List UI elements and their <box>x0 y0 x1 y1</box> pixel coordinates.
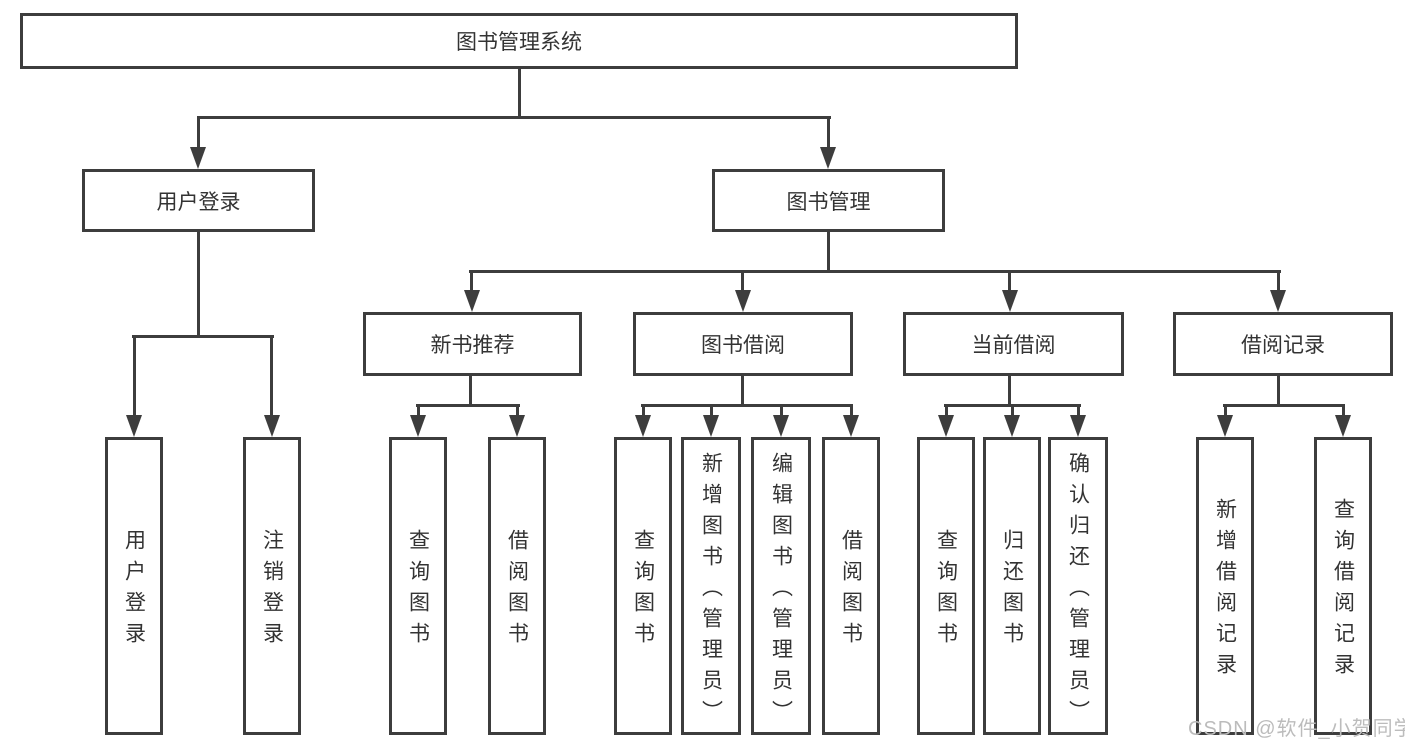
connector-line <box>132 335 274 338</box>
leaf-borrow-borrow-books: 借阅图书 <box>822 437 880 735</box>
leaf-borrow-query-books-label: 查询图书 <box>631 529 655 653</box>
leaf-current-query-books-label: 查询图书 <box>934 529 958 653</box>
arrowhead-down-icon <box>126 415 142 437</box>
leaf-recommend-query-books: 查询图书 <box>389 437 447 735</box>
arrowhead-down-icon <box>410 415 426 437</box>
connector-line <box>1008 376 1011 407</box>
csdn-watermark: CSDN @软件_小贺同学 <box>1188 718 1405 740</box>
connector-line <box>780 404 783 419</box>
leaf-user-login: 用户登录 <box>105 437 163 735</box>
arrowhead-down-icon <box>635 415 651 437</box>
connector-line <box>1008 270 1011 293</box>
leaf-borrow-query-books: 查询图书 <box>614 437 672 735</box>
node-borrow-records-label: 借阅记录 <box>1241 334 1325 357</box>
leaf-add-borrow-record-label: 新增借阅记录 <box>1213 498 1237 684</box>
arrowhead-down-icon <box>190 147 206 169</box>
connector-line <box>1342 404 1345 419</box>
connector-line <box>850 404 853 419</box>
leaf-add-books-admin-label: 新增图书（管理员） <box>699 451 723 731</box>
leaf-confirm-return-admin: 确认归还（管理员） <box>1048 437 1108 735</box>
connector-line <box>469 270 1281 273</box>
node-new-book-recommend-label: 新书推荐 <box>430 334 515 357</box>
connector-line <box>518 69 521 119</box>
connector-line <box>1277 270 1280 293</box>
connector-line <box>197 116 200 149</box>
node-book-borrow: 图书借阅 <box>633 312 853 376</box>
leaf-edit-books-admin: 编辑图书（管理员） <box>751 437 811 735</box>
leaf-current-query-books: 查询图书 <box>917 437 975 735</box>
connector-line <box>270 335 273 417</box>
node-book-borrow-label: 图书借阅 <box>701 334 785 357</box>
connector-line <box>1223 404 1345 407</box>
arrowhead-down-icon <box>703 415 719 437</box>
arrowhead-down-icon <box>820 147 836 169</box>
node-borrow-records: 借阅记录 <box>1173 312 1393 376</box>
leaf-return-books-label: 归还图书 <box>1000 529 1024 653</box>
leaf-edit-books-admin-label: 编辑图书（管理员） <box>769 451 793 731</box>
arrowhead-down-icon <box>264 415 280 437</box>
leaf-recommend-borrow-books: 借阅图书 <box>488 437 546 735</box>
node-new-book-recommend: 新书推荐 <box>363 312 582 376</box>
connector-line <box>642 404 645 419</box>
connector-line <box>1077 404 1080 419</box>
arrowhead-down-icon <box>1002 290 1018 312</box>
leaf-recommend-query-books-label: 查询图书 <box>406 529 430 653</box>
leaf-query-borrow-record-label: 查询借阅记录 <box>1331 498 1355 684</box>
connector-line <box>641 404 853 407</box>
connector-line <box>741 270 744 293</box>
leaf-user-login-label: 用户登录 <box>122 529 146 653</box>
leaf-logout-label: 注销登录 <box>260 529 284 653</box>
arrowhead-down-icon <box>1270 290 1286 312</box>
connector-line <box>133 335 136 417</box>
connector-line <box>470 270 473 293</box>
connector-line <box>197 116 831 119</box>
connector-line <box>1224 404 1227 419</box>
node-book-management: 图书管理 <box>712 169 945 232</box>
node-user-login-label: 用户登录 <box>156 190 241 214</box>
leaf-logout: 注销登录 <box>243 437 301 735</box>
arrowhead-down-icon <box>1004 415 1020 437</box>
node-user-login: 用户登录 <box>82 169 315 232</box>
connector-line <box>417 404 420 419</box>
node-root-label: 图书管理系统 <box>456 31 582 54</box>
leaf-return-books: 归还图书 <box>983 437 1041 735</box>
arrowhead-down-icon <box>1070 415 1086 437</box>
node-current-borrow-label: 当前借阅 <box>971 334 1056 357</box>
connector-line <box>469 376 472 407</box>
connector-line <box>197 232 200 338</box>
connector-line <box>945 404 948 419</box>
arrowhead-down-icon <box>1217 415 1233 437</box>
connector-line <box>827 116 830 149</box>
connector-line <box>741 376 744 407</box>
connector-line <box>827 232 830 273</box>
leaf-recommend-borrow-books-label: 借阅图书 <box>505 529 529 653</box>
connector-line <box>516 404 519 419</box>
arrowhead-down-icon <box>464 290 480 312</box>
connector-line <box>1011 404 1014 419</box>
leaf-query-borrow-record: 查询借阅记录 <box>1314 437 1372 735</box>
arrowhead-down-icon <box>773 415 789 437</box>
node-book-management-label: 图书管理 <box>786 190 871 214</box>
leaf-borrow-borrow-books-label: 借阅图书 <box>839 529 863 653</box>
arrowhead-down-icon <box>509 415 525 437</box>
connector-line <box>416 404 520 407</box>
leaf-confirm-return-admin-label: 确认归还（管理员） <box>1066 451 1090 731</box>
leaf-add-books-admin: 新增图书（管理员） <box>681 437 741 735</box>
node-root-system: 图书管理系统 <box>20 13 1018 69</box>
arrowhead-down-icon <box>735 290 751 312</box>
leaf-add-borrow-record: 新增借阅记录 <box>1196 437 1254 735</box>
arrowhead-down-icon <box>843 415 859 437</box>
arrowhead-down-icon <box>1335 415 1351 437</box>
node-current-borrow: 当前借阅 <box>903 312 1124 376</box>
connector-line <box>1277 376 1280 407</box>
arrowhead-down-icon <box>938 415 954 437</box>
connector-line <box>710 404 713 419</box>
